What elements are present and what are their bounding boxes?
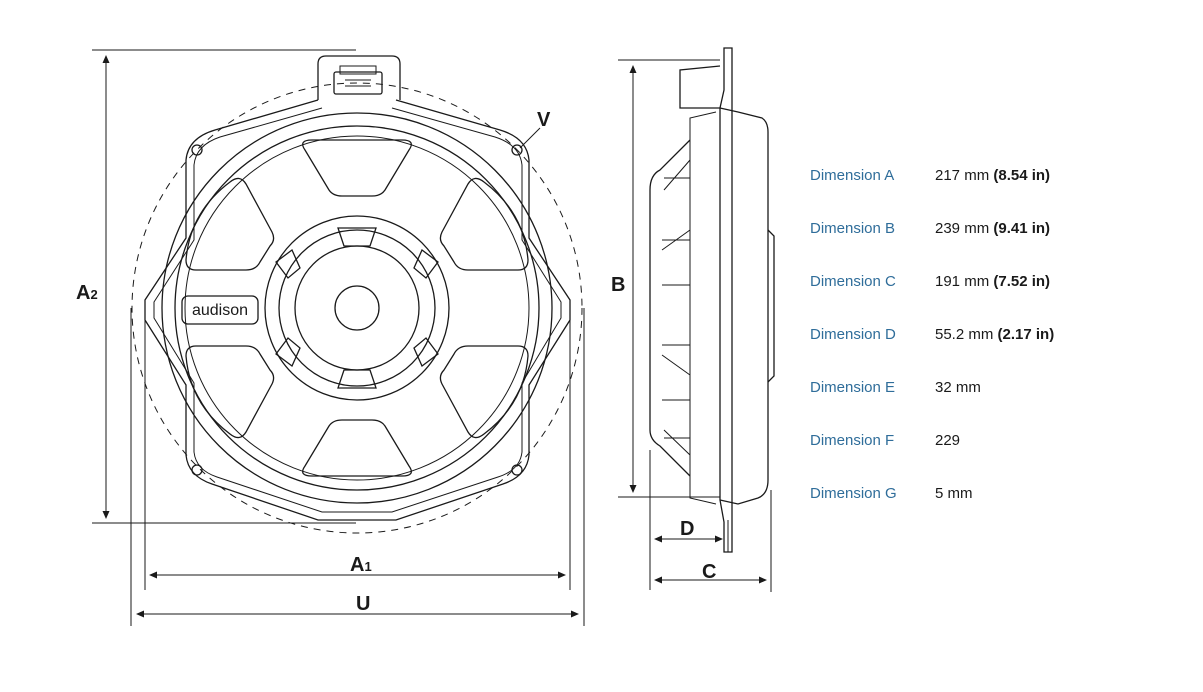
spec-name: Dimension C [810, 272, 896, 290]
spec-row-b: Dimension B 239 mm (9.41 in) [810, 213, 1190, 243]
spec-name: Dimension B [810, 219, 896, 237]
label-v: V [537, 109, 551, 131]
mount-hole-tl [191, 144, 203, 156]
side-terminal [679, 65, 721, 109]
label-d: D [680, 518, 694, 540]
label-c: C [702, 561, 716, 583]
spec-name: Dimension A [810, 166, 895, 184]
spec-value: 55.2 mm (2.17 in) [935, 325, 1055, 343]
mount-hole-br [511, 464, 523, 476]
side-view: B D C [611, 47, 775, 592]
spec-row-e: Dimension E 32 mm [810, 372, 1190, 402]
spec-value: 32 mm [935, 378, 981, 396]
motor-tabs [275, 227, 439, 389]
terminal-cap [339, 65, 377, 75]
label-a1: A1 [350, 554, 372, 576]
v-leader-line [519, 127, 541, 149]
spec-value: 191 mm (7.52 in) [935, 272, 1051, 290]
side-basket [649, 139, 691, 477]
spec-row-c: Dimension C 191 mm (7.52 in) [810, 266, 1190, 296]
side-magnet [767, 229, 775, 383]
side-flange [719, 47, 733, 553]
spec-row-g: Dimension G 5 mm [810, 478, 1190, 508]
dust-cap [334, 285, 380, 331]
outer-dashed-circle [131, 82, 583, 534]
mounting-frame-inner [153, 107, 562, 513]
cone [294, 245, 420, 371]
front-view: audison A2 A1 U V [76, 49, 585, 626]
spec-row-a: Dimension A 217 mm (8.54 in) [810, 160, 1190, 190]
spec-row-d: Dimension D 55.2 mm (2.17 in) [810, 319, 1190, 349]
label-a2: A2 [76, 282, 98, 304]
spec-name: Dimension G [810, 484, 897, 502]
spec-value: 5 mm [935, 484, 973, 502]
spec-value: 239 mm (9.41 in) [935, 219, 1051, 237]
spec-name: Dimension E [810, 378, 896, 396]
basket-ring-outer [161, 112, 553, 504]
basket-ring-3 [184, 135, 530, 481]
terminal-block [333, 71, 383, 95]
basket-ring-2 [174, 125, 540, 491]
spec-name: Dimension D [810, 325, 896, 343]
mount-hole-bl [191, 464, 203, 476]
brand-logo-text: audison [192, 302, 248, 319]
spec-row-f: Dimension F 229 [810, 425, 1190, 455]
spec-value: 217 mm (8.54 in) [935, 166, 1051, 184]
label-u: U [356, 593, 370, 615]
spec-value: 229 [935, 431, 961, 449]
spec-name: Dimension F [810, 431, 895, 449]
side-frame [719, 107, 769, 505]
motor-ring-outer [264, 215, 450, 401]
side-frame-inner [689, 111, 717, 505]
motor-ring-inner [278, 229, 436, 387]
mounting-frame [144, 99, 571, 521]
side-ribs [661, 159, 691, 456]
basket-windows [185, 139, 529, 477]
terminal-connector [317, 55, 401, 100]
label-b: B [611, 274, 625, 296]
mount-hole-tr [511, 144, 523, 156]
brand-badge [181, 295, 259, 325]
